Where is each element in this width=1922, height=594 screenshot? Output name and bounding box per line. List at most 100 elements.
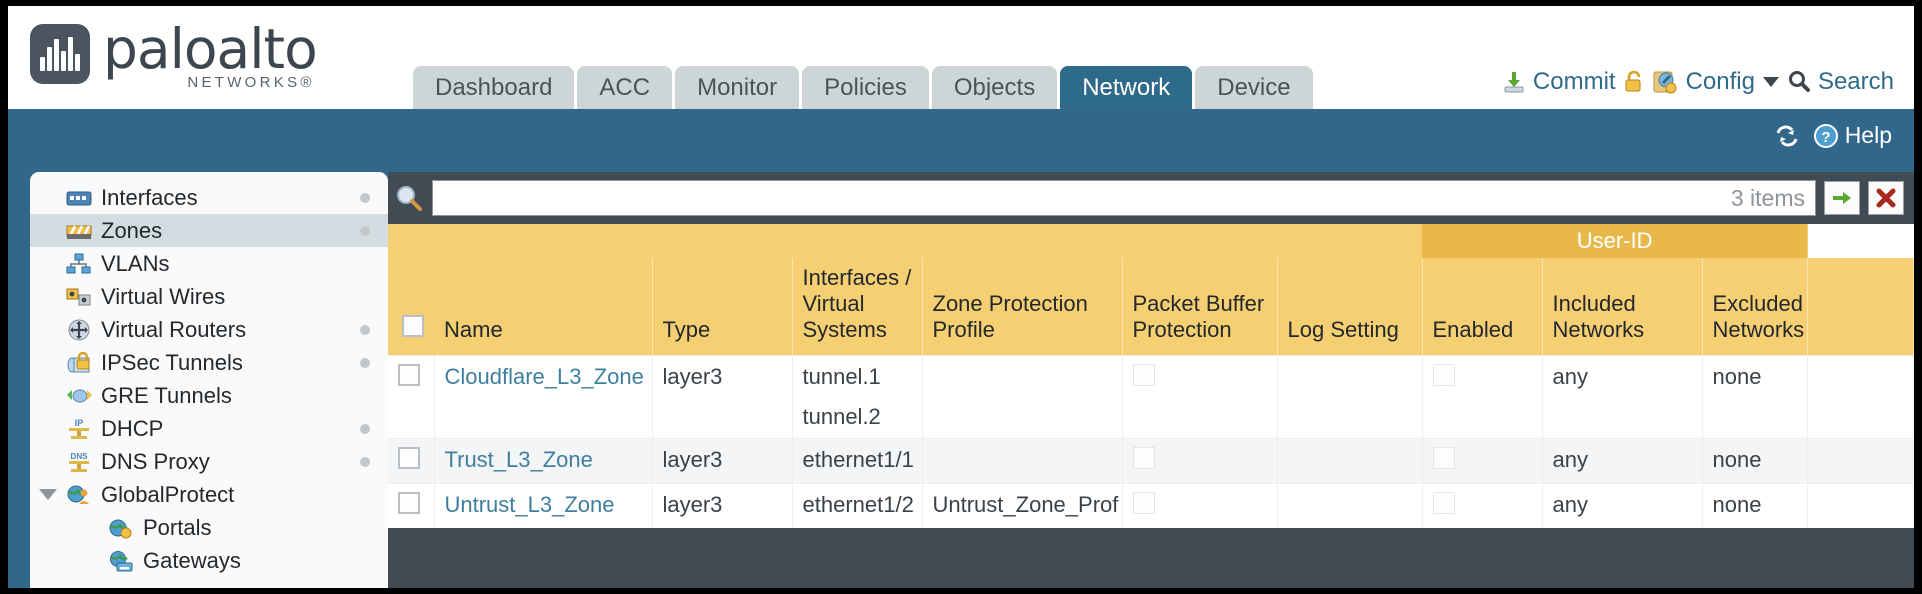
help-button[interactable]: ? Help [1813,122,1892,149]
cell-filler [1807,355,1914,439]
config-wrench-icon [1653,71,1677,94]
cell-excluded-networks: none [1702,355,1809,439]
config-menu[interactable]: Config [1652,68,1779,96]
help-question-icon: ? [1813,123,1838,148]
zones-icon [66,220,92,242]
virtual-routers-icon [66,319,92,341]
cell-excluded-networks: none [1702,438,1809,484]
zone-name-link[interactable]: Cloudflare_L3_Zone [444,364,644,389]
tab-policies[interactable]: Policies [802,66,929,110]
apply-filter-button[interactable] [1824,181,1860,215]
commit-button[interactable]: Commit [1501,68,1616,96]
tab-device[interactable]: Device [1195,66,1313,110]
tab-network[interactable]: Network [1060,66,1193,110]
group-header-user-id: User-ID [1422,224,1809,258]
packet-buffer-protection-checkbox[interactable] [1132,492,1155,514]
sidebar-item-zones[interactable]: Zones [30,214,388,247]
table-row[interactable]: Untrust_L3_Zone layer3 ethernet1/2 Untrust_… [388,483,1914,528]
context-banner: ? Help [8,109,1914,172]
filter-input-wrapper[interactable]: 3 items [432,180,1816,216]
cell-user-id-enabled [1422,438,1543,484]
tab-objects[interactable]: Objects [931,66,1058,110]
column-header-enabled[interactable]: Enabled [1422,258,1543,356]
interface-entry: tunnel.1 [802,364,881,389]
sidebar-item-status-dot [360,424,370,434]
column-header-interfaces-virtual-systems[interactable]: Interfaces / Virtual Systems [792,258,923,356]
sidebar-item-label: DHCP [101,415,164,441]
sidebar-item-virtual-wires[interactable]: Virtual Wires [30,280,388,313]
select-all-header-cell [388,258,434,356]
column-header-packet-buffer-protection[interactable]: Packet Buffer Protection [1122,258,1278,356]
sidebar-item-label: GlobalProtect [101,481,235,507]
cell-zone-protection-profile: Untrust_Zone_Prof [922,483,1123,528]
column-header-excluded-networks[interactable]: Excluded Networks [1702,258,1809,356]
search-button[interactable]: Search [1786,68,1894,96]
gre-tunnels-icon [66,385,92,407]
row-select-checkbox[interactable] [398,492,420,514]
cell-included-networks: any [1542,438,1703,484]
lock-button[interactable] [1623,69,1645,95]
sidebar-item-label: VLANs [101,250,170,276]
sidebar-item-gre-tunnels[interactable]: GRE Tunnels [30,379,388,412]
zone-name-link[interactable]: Untrust_L3_Zone [444,492,615,517]
refresh-button[interactable] [1773,124,1801,148]
user-id-enabled-checkbox[interactable] [1432,447,1455,469]
vlans-icon [66,253,92,275]
row-select-checkbox[interactable] [398,447,420,469]
cell-name: Untrust_L3_Zone [434,483,653,528]
expander-triangle-icon[interactable] [39,489,57,500]
svg-text:IP: IP [75,418,84,428]
ipsec-tunnels-icon [66,351,92,374]
cell-type: layer3 [652,483,793,528]
sidebar-item-virtual-routers[interactable]: Virtual Routers [30,313,388,346]
column-header-zone-protection-profile[interactable]: Zone Protection Profile [922,258,1123,356]
config-label: Config [1685,68,1755,95]
cell-log-setting [1277,483,1423,528]
column-header-included-networks[interactable]: Included Networks [1542,258,1703,356]
cell-user-id-enabled [1422,483,1543,528]
cell-filler [1807,438,1914,484]
clear-filter-button[interactable] [1868,181,1904,215]
top-toolbar: Commit Config [1501,68,1894,96]
select-all-checkbox[interactable] [402,315,424,337]
sidebar-item-label: Portals [143,514,212,540]
sidebar-item-label: GRE Tunnels [101,382,232,408]
tab-dashboard[interactable]: Dashboard [413,66,575,110]
sidebar-item-portals[interactable]: Portals [30,511,388,544]
column-header-log-setting[interactable]: Log Setting [1277,258,1423,356]
sidebar-item-ipsec-tunnels[interactable]: IPSec Tunnels [30,346,388,379]
sidebar-item-vlans[interactable]: VLANs [30,247,388,280]
padlock-icon [1625,70,1641,92]
tab-acc[interactable]: ACC [577,66,673,110]
search-magnifier-icon [1788,71,1810,92]
zone-name-link[interactable]: Trust_L3_Zone [444,447,593,472]
row-select-cell [388,355,435,439]
tab-monitor[interactable]: Monitor [675,66,800,110]
row-select-cell [388,438,435,484]
sidebar-item-globalprotect[interactable]: GlobalProtect [30,478,388,511]
brand-logo: paloalto NETWORKS® [30,20,318,91]
sidebar-item-gateways[interactable]: Gateways [30,544,388,577]
user-id-enabled-checkbox[interactable] [1432,492,1455,514]
cell-type: layer3 [652,438,793,484]
sidebar-item-dhcp[interactable]: IP DHCP [30,412,388,445]
packet-buffer-protection-checkbox[interactable] [1132,447,1155,469]
user-id-enabled-checkbox[interactable] [1432,364,1455,386]
column-header-name[interactable]: Name [434,258,653,356]
sidebar-item-interfaces[interactable]: Interfaces [30,181,388,214]
filter-search-icon[interactable] [394,183,424,213]
interface-entry: ethernet1/2 [802,492,914,517]
packet-buffer-protection-checkbox[interactable] [1132,364,1155,386]
sidebar-item-label: Virtual Routers [101,316,247,342]
cell-filler [1807,483,1914,528]
row-select-checkbox[interactable] [398,364,420,386]
sidebar-item-label: Virtual Wires [101,283,226,309]
column-header-type[interactable]: Type [652,258,793,356]
sidebar-item-label: Interfaces [101,184,198,210]
